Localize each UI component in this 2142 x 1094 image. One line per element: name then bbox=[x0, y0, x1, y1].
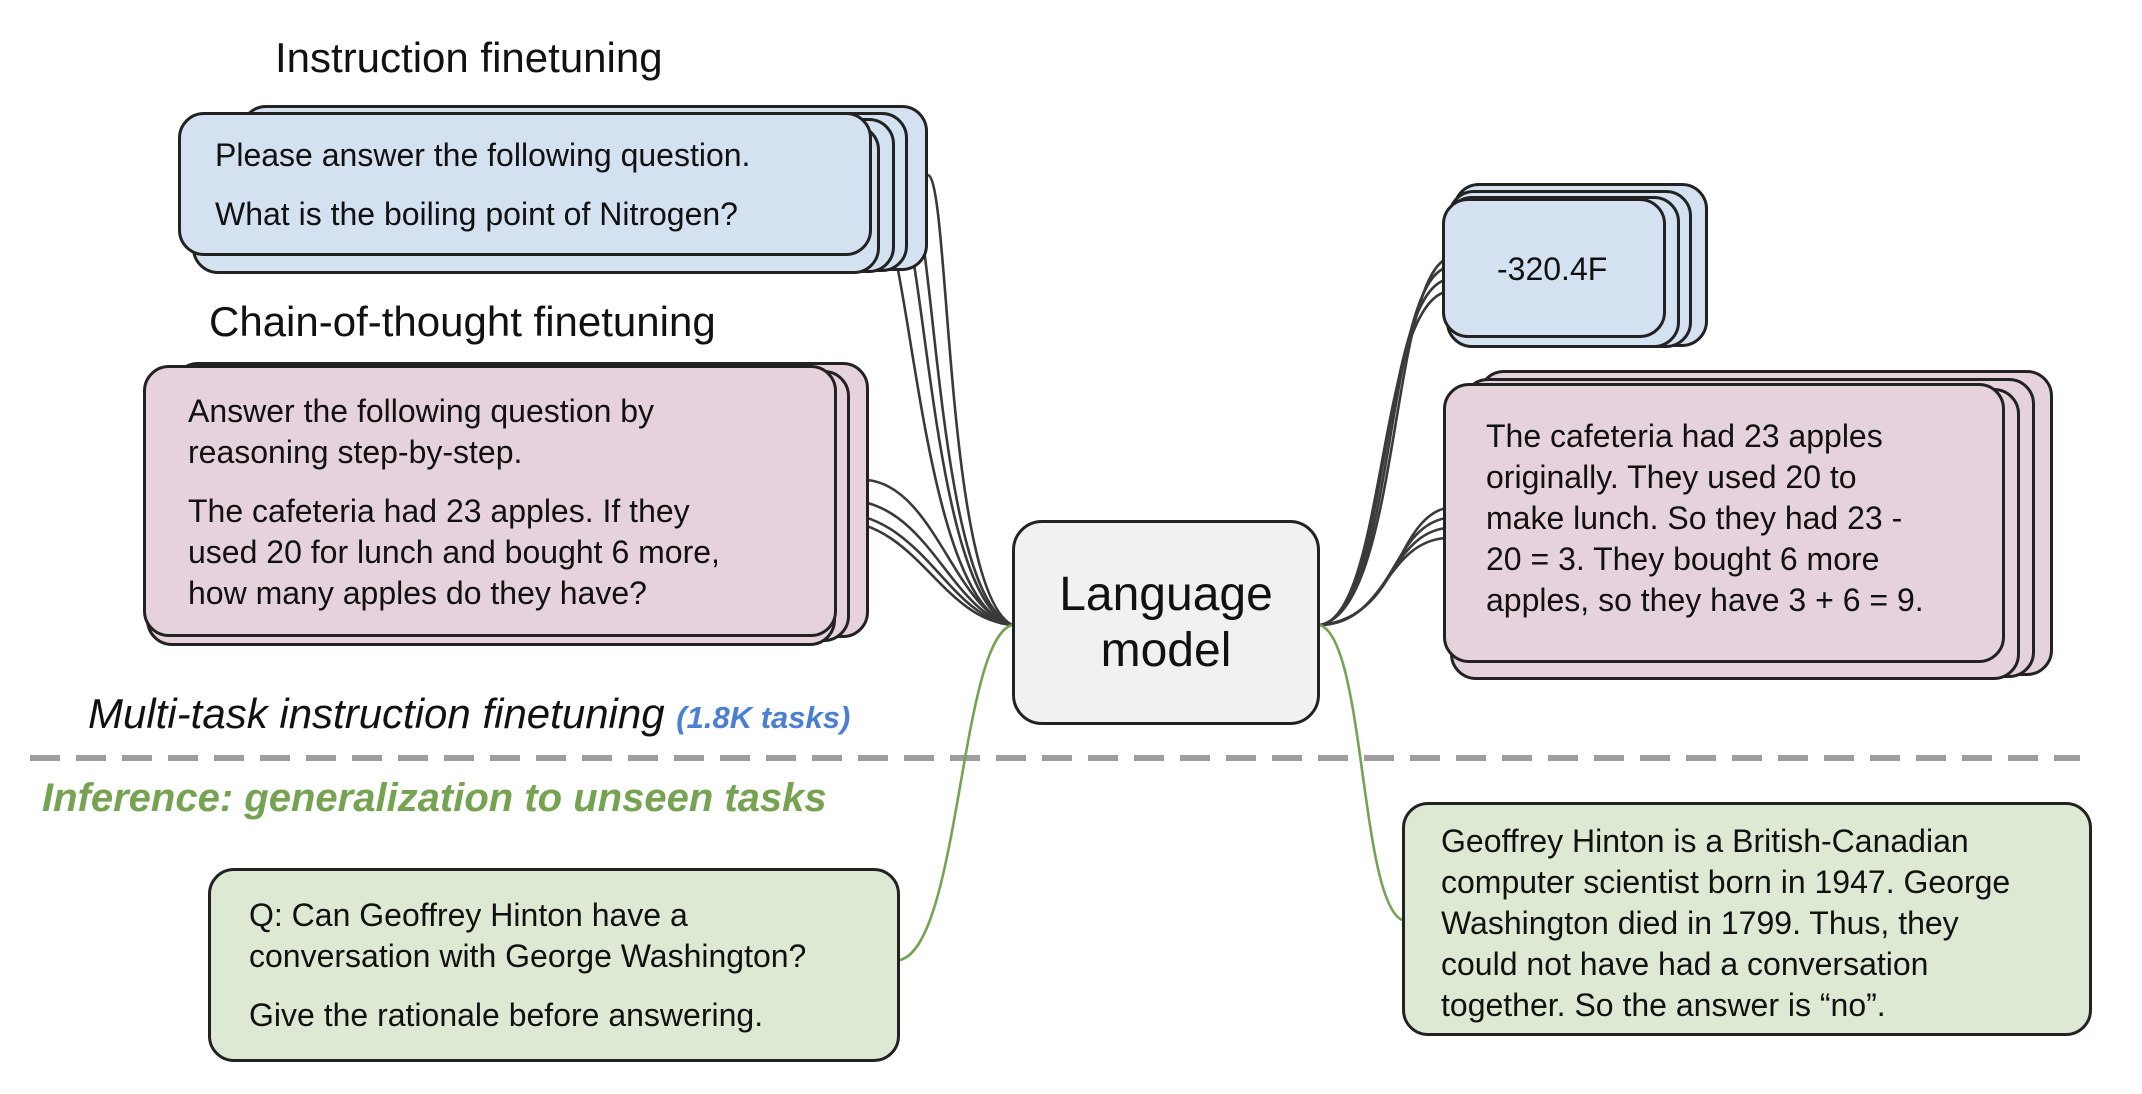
input-line: reasoning step-by-step. bbox=[188, 434, 523, 470]
cot-input-card: Answer the following question by reasoni… bbox=[143, 365, 837, 637]
output-line: 20 = 3. They bought 6 more bbox=[1486, 541, 1880, 577]
inference-heading: Inference: generalization to unseen task… bbox=[42, 776, 827, 820]
input-line: Q: Can Geoffrey Hinton have a bbox=[249, 897, 688, 933]
cot-question-para: The cafeteria had 23 apples. If they use… bbox=[188, 491, 720, 614]
cot-output-text: The cafeteria had 23 apples originally. … bbox=[1486, 416, 1924, 621]
inference-output-card: Geoffrey Hinton is a British-Canadian co… bbox=[1402, 802, 2092, 1036]
chain-of-thought-heading: Chain-of-thought finetuning bbox=[209, 298, 716, 345]
input-line: The cafeteria had 23 apples. If they bbox=[188, 493, 690, 529]
model-label-line: Language bbox=[1059, 568, 1273, 621]
output-line: Geoffrey Hinton is a British-Canadian bbox=[1441, 823, 1969, 859]
input-line: used 20 for lunch and bought 6 more, bbox=[188, 534, 720, 570]
cot-instruction-para: Answer the following question by reasoni… bbox=[188, 391, 720, 473]
instruction-input-card: Please answer the following question. Wh… bbox=[178, 112, 872, 256]
inference-question-para: Q: Can Geoffrey Hinton have a conversati… bbox=[249, 895, 806, 977]
instruction-output-card: -320.4F bbox=[1442, 198, 1666, 338]
inference-input-card: Q: Can Geoffrey Hinton have a conversati… bbox=[208, 868, 900, 1062]
input-line: how many apples do they have? bbox=[188, 575, 647, 611]
input-line: Give the rationale before answering. bbox=[249, 997, 764, 1033]
cot-output-card: The cafeteria had 23 apples originally. … bbox=[1443, 383, 2005, 663]
output-line: The cafeteria had 23 apples bbox=[1486, 418, 1883, 454]
output-line: make lunch. So they had 23 - bbox=[1486, 500, 1903, 536]
task-count-badge: (1.8K tasks) bbox=[676, 700, 851, 735]
input-line: Please answer the following question. bbox=[215, 137, 751, 173]
multi-task-label: Multi-task instruction finetuning bbox=[88, 690, 665, 737]
input-line: Answer the following question by bbox=[188, 393, 655, 429]
instruction-finetuning-heading: Instruction finetuning bbox=[275, 34, 663, 81]
multi-task-heading: Multi-task instruction finetuning (1.8K … bbox=[88, 690, 850, 738]
output-line: together. So the answer is “no”. bbox=[1441, 987, 1886, 1023]
input-line: conversation with George Washington? bbox=[249, 938, 807, 974]
output-line: computer scientist born in 1947. George bbox=[1441, 864, 2011, 900]
output-line: apples, so they have 3 + 6 = 9. bbox=[1486, 582, 1924, 618]
language-model-node: Language model bbox=[1012, 520, 1320, 725]
language-model-label: Language model bbox=[1015, 567, 1317, 679]
inference-output-text: Geoffrey Hinton is a British-Canadian co… bbox=[1441, 821, 2010, 1026]
output-line: could not have had a conversation bbox=[1441, 946, 1929, 982]
input-line: What is the boiling point of Nitrogen? bbox=[215, 196, 738, 232]
instruction-input-text: Please answer the following question. Wh… bbox=[215, 135, 750, 235]
inference-input-text: Q: Can Geoffrey Hinton have a conversati… bbox=[249, 895, 806, 1036]
training-output-wires bbox=[1319, 256, 1449, 627]
model-label-line: model bbox=[1100, 624, 1232, 677]
instruction-output-text: -320.4F bbox=[1497, 251, 1608, 287]
output-line: Washington died in 1799. Thus, they bbox=[1441, 905, 1959, 941]
output-line: originally. They used 20 to bbox=[1486, 459, 1857, 495]
inference-wires bbox=[899, 623, 1403, 962]
cot-input-text: Answer the following question by reasoni… bbox=[188, 391, 720, 614]
